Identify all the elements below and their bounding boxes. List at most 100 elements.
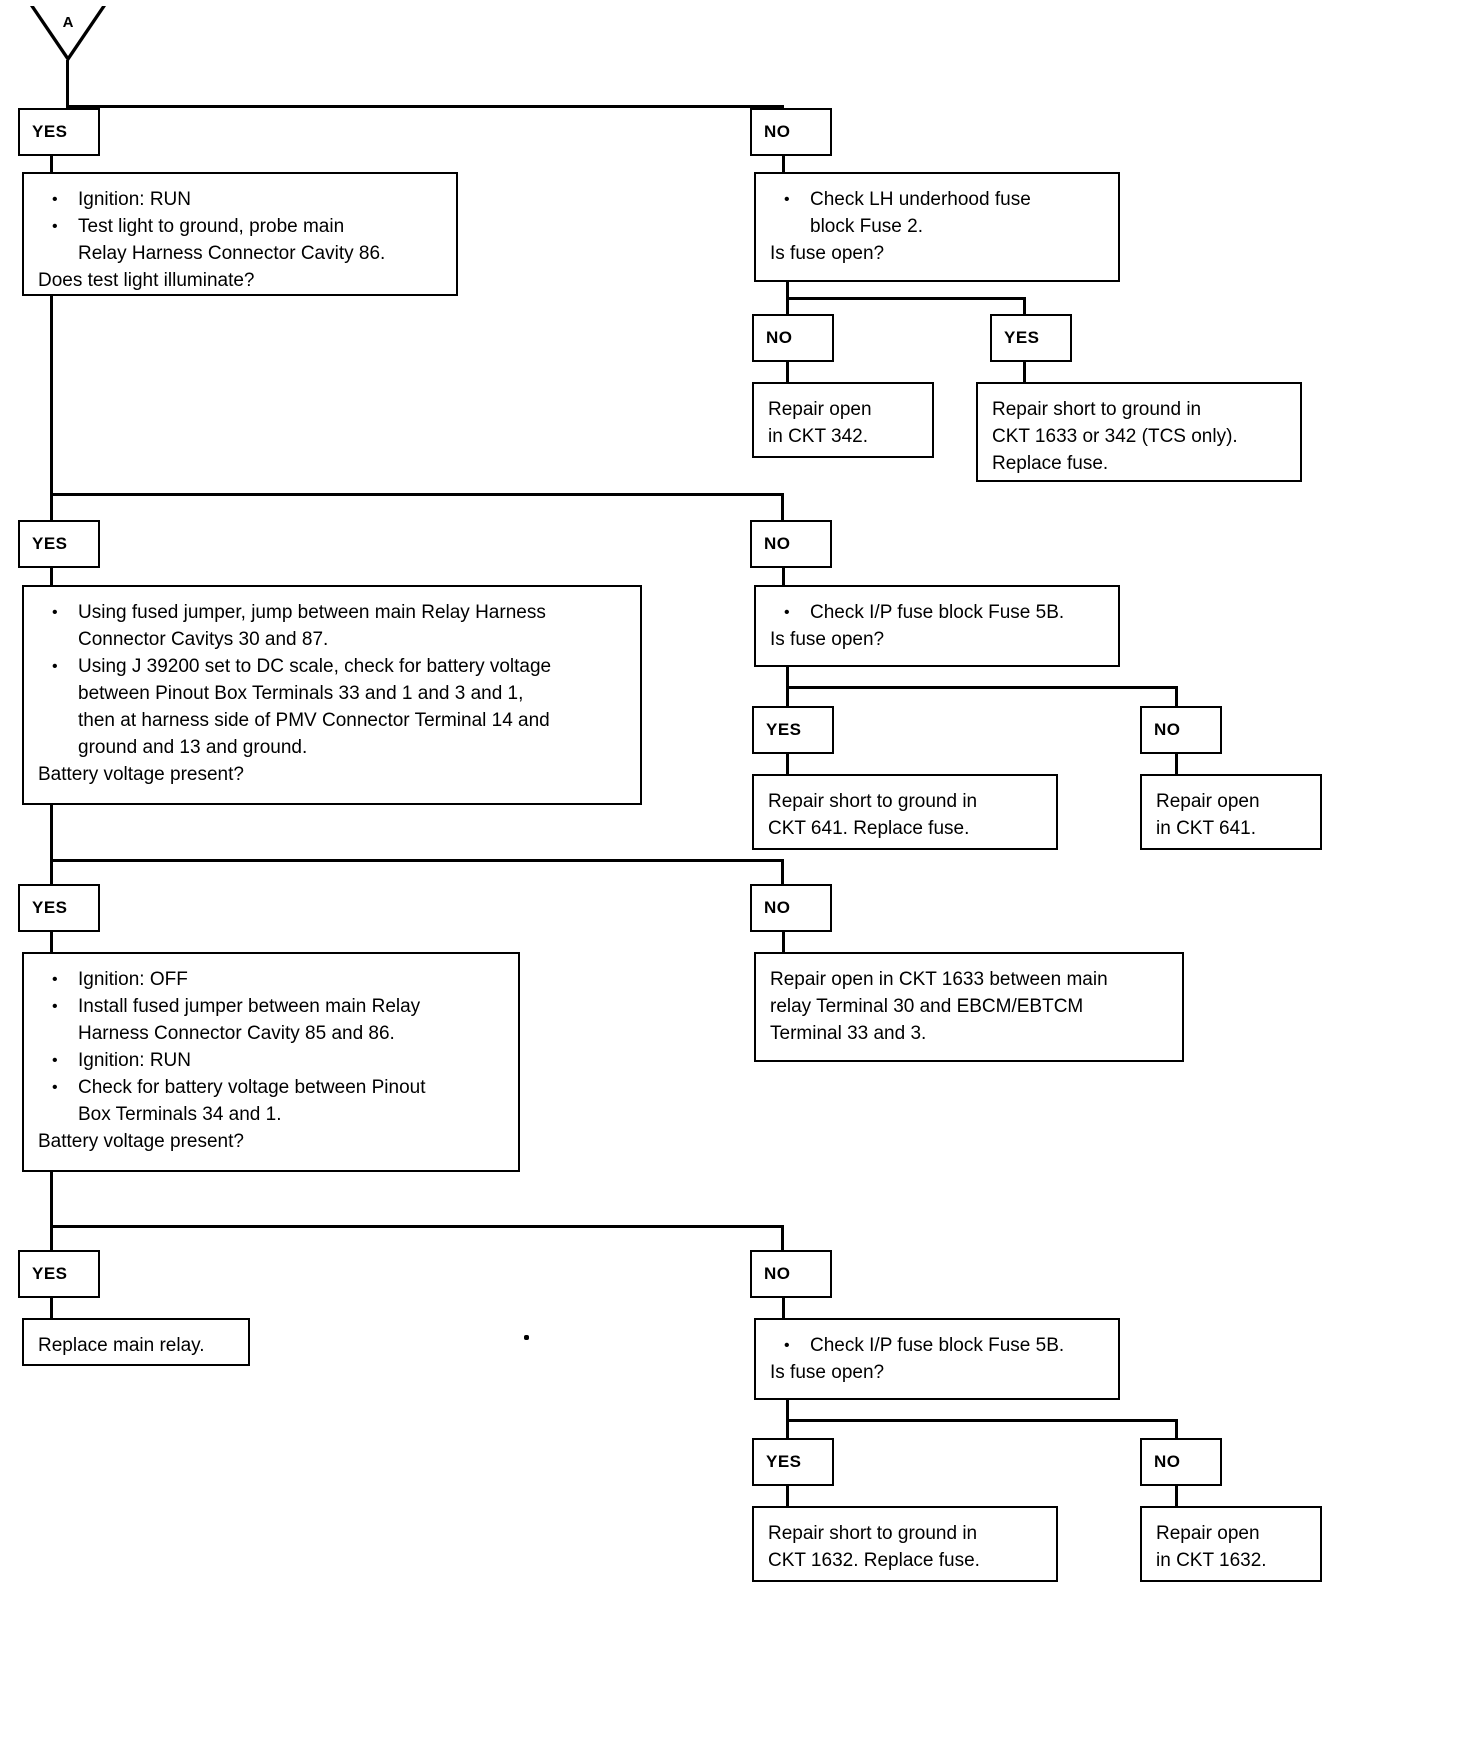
q3-question: Battery voltage present? <box>38 1131 244 1152</box>
step-box-q1: Ignition: RUN Test light to ground, prob… <box>22 172 458 296</box>
branch-tag-no-3[interactable]: NO <box>750 884 832 932</box>
line-yes4-down <box>50 1298 53 1320</box>
q1-question: Does test light illuminate? <box>38 270 255 291</box>
q3no-line-3: Terminal 33 and 3. <box>770 1023 927 1044</box>
line-q2-trunk <box>50 805 53 862</box>
line-no4yes-down <box>786 1486 789 1508</box>
q2nono-line-1: Repair open <box>1156 791 1260 812</box>
line-no4-down <box>782 1298 785 1320</box>
branch-tag-no-2[interactable]: NO <box>750 520 832 568</box>
q1nono-line-1: Repair open <box>768 399 872 420</box>
q4yes-line-1: Replace main relay. <box>38 1335 205 1356</box>
line-q4no-split <box>786 1419 1178 1422</box>
connector-a: A <box>30 6 106 62</box>
line-q2no-left <box>786 686 789 708</box>
result-box-repair-short-ckt1632: Repair short to ground in CKT 1632. Repl… <box>752 1506 1058 1582</box>
line-no3-down <box>782 932 785 954</box>
result-box-repair-short-ckt641: Repair short to ground in CKT 641. Repla… <box>752 774 1058 850</box>
q2-bullet-1-cont: Connector Cavitys 30 and 87. <box>78 629 329 650</box>
q4noyes-line-1: Repair short to ground in <box>768 1523 978 1544</box>
line-q4no-left <box>786 1419 789 1441</box>
line-no2-down <box>782 568 785 588</box>
line-yes3-down <box>50 932 53 954</box>
q1no-bullet-1: Check LH underhood fuse <box>770 186 1104 213</box>
line-split-4-left <box>50 1225 53 1253</box>
q4no-question: Is fuse open? <box>770 1362 885 1383</box>
q1no-bullet-1-cont: block Fuse 2. <box>810 216 923 237</box>
branch-tag-no-2-no[interactable]: NO <box>1140 706 1222 754</box>
q1-bullet-2: Test light to ground, probe main <box>38 213 442 240</box>
line-q1no-split <box>786 297 1026 300</box>
q2noyes-line-1: Repair short to ground in <box>768 791 978 812</box>
q2noyes-line-2: CKT 641. Replace fuse. <box>768 818 970 839</box>
branch-tag-no-1[interactable]: NO <box>750 108 832 156</box>
line-no1yes-down <box>1023 362 1026 384</box>
q1no-question: Is fuse open? <box>770 243 885 264</box>
line-q4no-right <box>1175 1419 1178 1441</box>
q3no-line-1: Repair open in CKT 1633 between main <box>770 969 1108 990</box>
line-q1no-left <box>786 297 789 317</box>
line-no2yes-down <box>786 754 789 776</box>
result-box-repair-open-ckt1632: Repair open in CKT 1632. <box>1140 1506 1322 1582</box>
line-yes2-down <box>50 568 53 588</box>
q3-bullet-1: Ignition: OFF <box>38 966 504 993</box>
q4noyes-line-2: CKT 1632. Replace fuse. <box>768 1550 980 1571</box>
q2no-question: Is fuse open? <box>770 629 885 650</box>
branch-tag-no-1-no[interactable]: NO <box>752 314 834 362</box>
line-split-2-left <box>50 493 53 523</box>
q1noyes-line-1: Repair short to ground in <box>992 399 1202 420</box>
branch-tag-no-2-yes[interactable]: YES <box>752 706 834 754</box>
step-box-q2-no: Check I/P fuse block Fuse 5B. Is fuse op… <box>754 585 1120 667</box>
step-box-q1-no: Check LH underhood fuse block Fuse 2. Is… <box>754 172 1120 282</box>
q3-bullet-4-cont: Box Terminals 34 and 1. <box>78 1104 282 1125</box>
line-q1no-stem <box>786 282 789 300</box>
q2-bullet-2: Using J 39200 set to DC scale, check for… <box>38 653 626 680</box>
branch-tag-no-1-yes[interactable]: YES <box>990 314 1072 362</box>
q1noyes-line-2: CKT 1633 or 342 (TCS only). <box>992 426 1238 447</box>
result-box-repair-short-ckt1633-342: Repair short to ground in CKT 1633 or 34… <box>976 382 1302 482</box>
branch-tag-yes-3[interactable]: YES <box>18 884 100 932</box>
line-q1-trunk <box>50 296 53 496</box>
q3-bullet-2-cont: Harness Connector Cavity 85 and 86. <box>78 1023 395 1044</box>
line-q3-trunk <box>50 1172 53 1228</box>
q2-bullet-1: Using fused jumper, jump between main Re… <box>38 599 626 626</box>
line-a-stem <box>66 60 69 108</box>
q2-bullet-2-cont-1: between Pinout Box Terminals 33 and 1 an… <box>78 683 524 704</box>
q4no-bullet-1: Check I/P fuse block Fuse 5B. <box>770 1332 1104 1359</box>
q3-bullet-3: Ignition: RUN <box>38 1047 504 1074</box>
q2-bullet-2-cont-3: ground and 13 and ground. <box>78 737 308 758</box>
scan-artifact-speck <box>524 1335 529 1340</box>
step-box-q2: Using fused jumper, jump between main Re… <box>22 585 642 805</box>
result-box-repair-open-ckt342: Repair open in CKT 342. <box>752 382 934 458</box>
line-no2no-down <box>1175 754 1178 776</box>
q3-bullet-4: Check for battery voltage between Pinout <box>38 1074 504 1101</box>
result-box-repair-open-ckt1633: Repair open in CKT 1633 between main rel… <box>754 952 1184 1062</box>
branch-tag-no-4[interactable]: NO <box>750 1250 832 1298</box>
branch-tag-no-4-yes[interactable]: YES <box>752 1438 834 1486</box>
q1nono-line-2: in CKT 342. <box>768 426 868 447</box>
line-no1-down <box>782 156 785 174</box>
line-split-2-right <box>781 493 784 523</box>
q2no-bullet-1: Check I/P fuse block Fuse 5B. <box>770 599 1104 626</box>
q4nono-line-2: in CKT 1632. <box>1156 1550 1267 1571</box>
line-split-3 <box>50 859 784 862</box>
branch-tag-no-4-no[interactable]: NO <box>1140 1438 1222 1486</box>
q2-question: Battery voltage present? <box>38 764 244 785</box>
step-box-q4-no: Check I/P fuse block Fuse 5B. Is fuse op… <box>754 1318 1120 1400</box>
branch-tag-yes-4[interactable]: YES <box>18 1250 100 1298</box>
line-q4no-stem <box>786 1400 789 1422</box>
result-box-replace-main-relay: Replace main relay. <box>22 1318 250 1366</box>
q4nono-line-1: Repair open <box>1156 1523 1260 1544</box>
q2nono-line-2: in CKT 641. <box>1156 818 1256 839</box>
line-split-2 <box>50 493 784 496</box>
line-q2no-split <box>786 686 1178 689</box>
line-split-4 <box>50 1225 784 1228</box>
branch-tag-yes-2[interactable]: YES <box>18 520 100 568</box>
line-yes1-down <box>50 156 53 174</box>
line-q2no-right <box>1175 686 1178 708</box>
result-box-repair-open-ckt641: Repair open in CKT 641. <box>1140 774 1322 850</box>
branch-tag-yes-1[interactable]: YES <box>18 108 100 156</box>
q3-bullet-2: Install fused jumper between main Relay <box>38 993 504 1020</box>
connector-a-label: A <box>62 14 74 31</box>
